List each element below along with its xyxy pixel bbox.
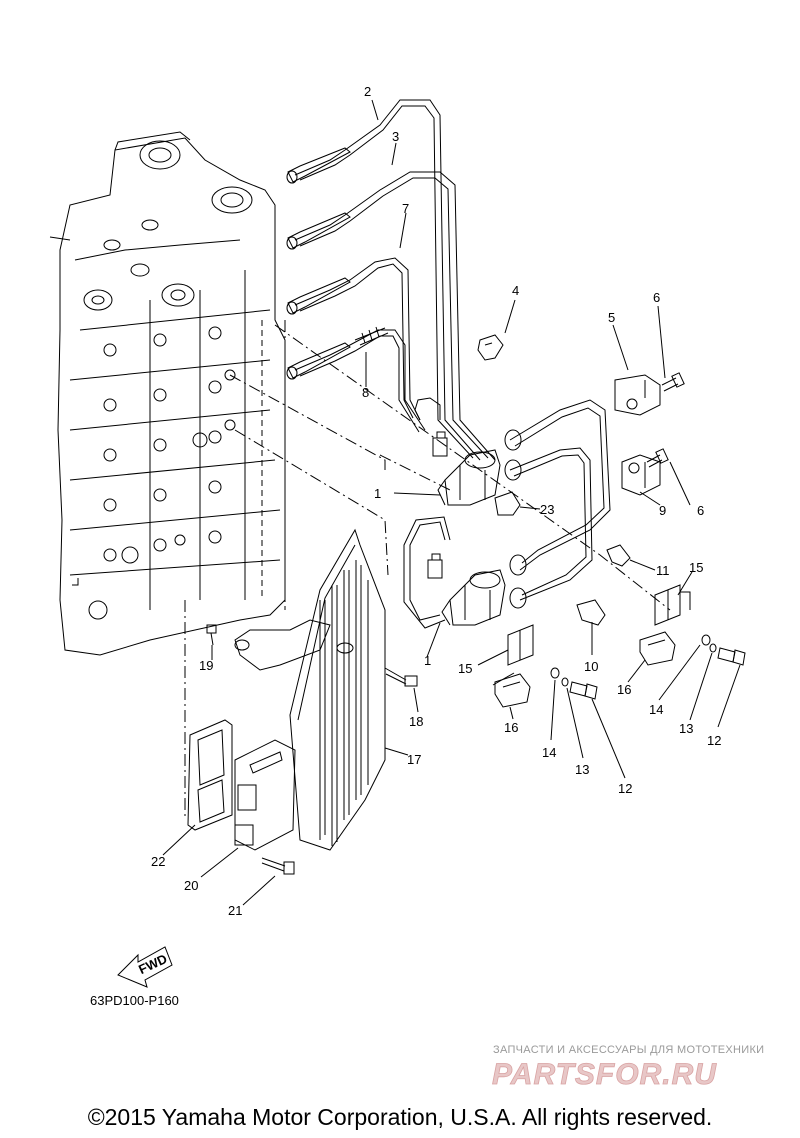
callout-number: 13 [575, 762, 589, 777]
callout-number: 12 [707, 733, 721, 748]
cord-clip-10 [576, 599, 606, 626]
leader-lines [184, 320, 671, 820]
bracket-19-assembly [234, 619, 331, 671]
callout-number: 11 [656, 563, 670, 578]
bolt-21 [261, 857, 295, 875]
callout-number: 15 [689, 560, 703, 575]
callout-number: 17 [407, 752, 421, 767]
bolt-12-right [717, 647, 746, 666]
watermark-logo-text: PARTSFOR.RU [492, 1058, 717, 1090]
gasket-22 [187, 719, 233, 831]
fwd-arrow-icon [117, 946, 173, 988]
holder-16-center [494, 673, 531, 708]
cover-17 [289, 528, 386, 851]
callout-number: 21 [228, 903, 242, 918]
ignition-coil-upper [432, 431, 501, 506]
holder-16-right [639, 631, 676, 666]
callout-number: 2 [364, 84, 371, 99]
bracket-5 [614, 374, 661, 416]
callout-number: 19 [199, 658, 213, 673]
bolt-19 [206, 624, 217, 646]
drawing-id: 63PD100-P160 [90, 993, 179, 1008]
callout-number: 1 [424, 653, 431, 668]
callout-number: 10 [584, 659, 598, 674]
callout-number: 6 [653, 290, 660, 305]
callout-number: 6 [697, 503, 704, 518]
washer-14-right [701, 634, 711, 646]
bolt-18 [384, 667, 418, 687]
screw-6-lower [646, 448, 669, 468]
washer-13-right [709, 643, 717, 653]
screw-6-upper [661, 372, 685, 392]
watermark-logo: PARTSFOR.RU [492, 1058, 717, 1090]
callout-number: 18 [409, 714, 423, 729]
callout-number: 8 [362, 385, 369, 400]
callout-number: 16 [617, 682, 631, 697]
fwd-label: FWD [136, 951, 169, 977]
cord-clip-4 [477, 334, 504, 361]
callout-numbers: 1 1 2 3 4 5 6 6 7 8 9 10 11 12 12 13 13 … [151, 84, 721, 918]
cylinder-block-illustration [49, 131, 286, 656]
cord-clip-11 [606, 544, 631, 567]
washer-13-center [561, 677, 569, 687]
callout-number: 7 [402, 201, 409, 216]
callout-number: 4 [512, 283, 519, 298]
callout-number: 1 [374, 486, 381, 501]
bolt-12-center [569, 681, 598, 700]
spark-plug-leads [286, 99, 611, 629]
callout-number: 22 [151, 854, 165, 869]
watermark-tagline: ЗАПЧАСТИ И АКСЕССУАРЫ ДЛЯ МОТОТЕХНИКИ [493, 1044, 765, 1056]
callout-number: 16 [504, 720, 518, 735]
callout-number: 20 [184, 878, 198, 893]
callout-number: 15 [458, 661, 472, 676]
ecu-20 [234, 739, 296, 851]
bracket-15-center [507, 624, 534, 666]
bracket-9 [621, 454, 661, 496]
bracket-15-right [654, 584, 691, 626]
callout-number: 12 [618, 781, 632, 796]
callout-leaders [162, 99, 741, 906]
callout-number: 23 [540, 502, 554, 517]
callout-number: 9 [659, 503, 666, 518]
callout-number: 13 [679, 721, 693, 736]
callout-number: 5 [608, 310, 615, 325]
washer-14-center [550, 667, 560, 679]
ignition-coil-lower [427, 553, 506, 626]
callout-number: 14 [649, 702, 663, 717]
cord-clip-23 [494, 491, 521, 516]
callout-number: 14 [542, 745, 556, 760]
copyright-notice: ©2015 Yamaha Motor Corporation, U.S.A. A… [87, 1104, 713, 1130]
callout-number: 3 [392, 129, 399, 144]
